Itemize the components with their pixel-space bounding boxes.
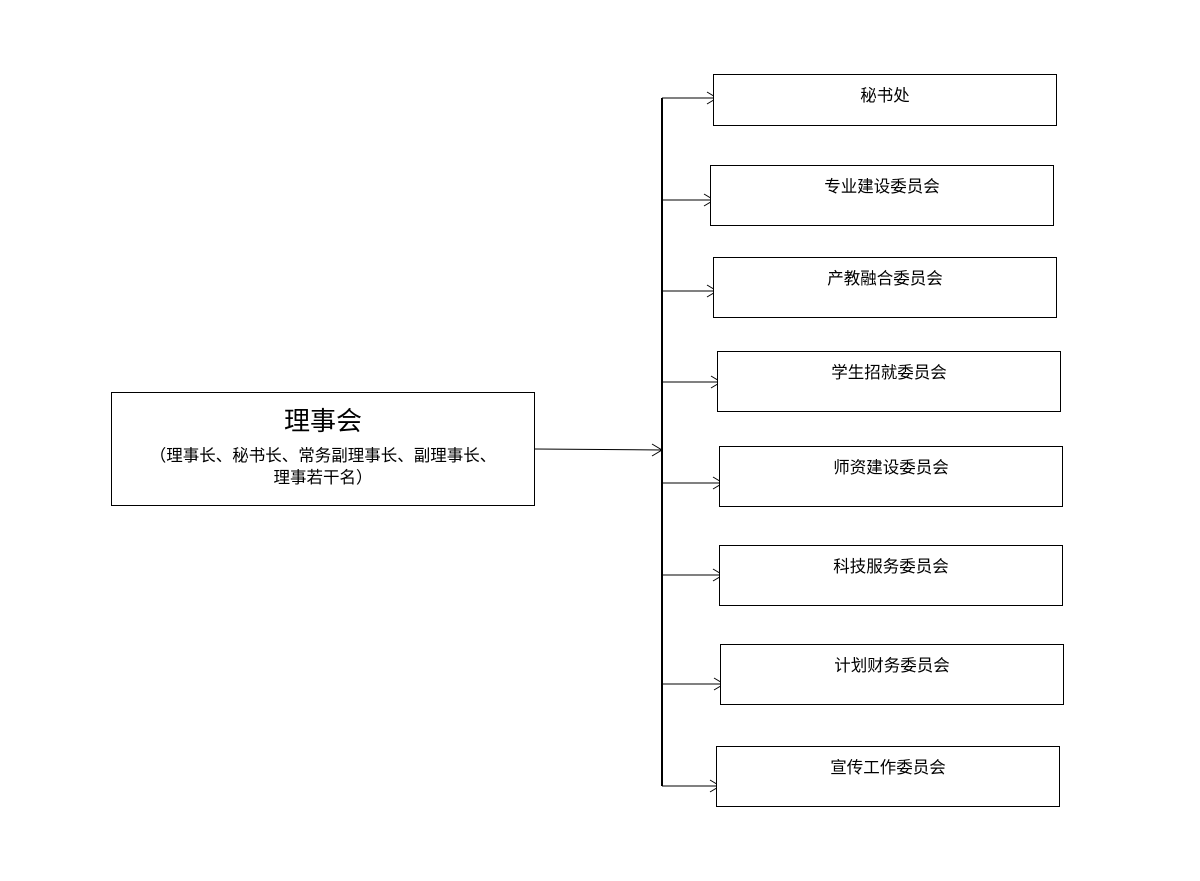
child-node-faculty-committee: 师资建设委员会 (719, 446, 1063, 507)
child-node-label: 科技服务委员会 (833, 557, 949, 576)
child-node-industry-education-committee: 产教融合委员会 (713, 257, 1057, 318)
root-node-subtitle-line-2: 理事若干名） (273, 468, 373, 487)
child-node-label: 产教融合委员会 (827, 269, 943, 288)
child-node-label: 专业建设委员会 (824, 177, 940, 196)
child-node-specialty-committee: 专业建设委员会 (710, 165, 1054, 226)
child-node-label: 秘书处 (860, 86, 910, 105)
child-node-publicity-committee: 宣传工作委员会 (716, 746, 1060, 807)
child-node-label: 宣传工作委员会 (830, 758, 946, 777)
child-node-finance-committee: 计划财务委员会 (720, 644, 1064, 705)
child-node-secretariat: 秘书处 (713, 74, 1057, 126)
root-connector (534, 448, 663, 451)
root-connector-arrowhead (651, 443, 663, 457)
root-node-title: 理事会 (283, 407, 362, 437)
root-node-council: 理事会 （理事长、秘书长、常务副理事长、副理事长、 理事若干名） (111, 392, 535, 506)
child-node-label: 计划财务委员会 (834, 656, 950, 675)
child-node-tech-service-committee: 科技服务委员会 (719, 545, 1063, 606)
root-node-subtitle-line-1: （理事长、秘书长、常务副理事长、副理事长、 (149, 446, 497, 465)
child-node-label: 学生招就委员会 (831, 363, 947, 382)
child-node-student-enrollment-committee: 学生招就委员会 (717, 351, 1061, 412)
child-node-label: 师资建设委员会 (833, 458, 949, 477)
